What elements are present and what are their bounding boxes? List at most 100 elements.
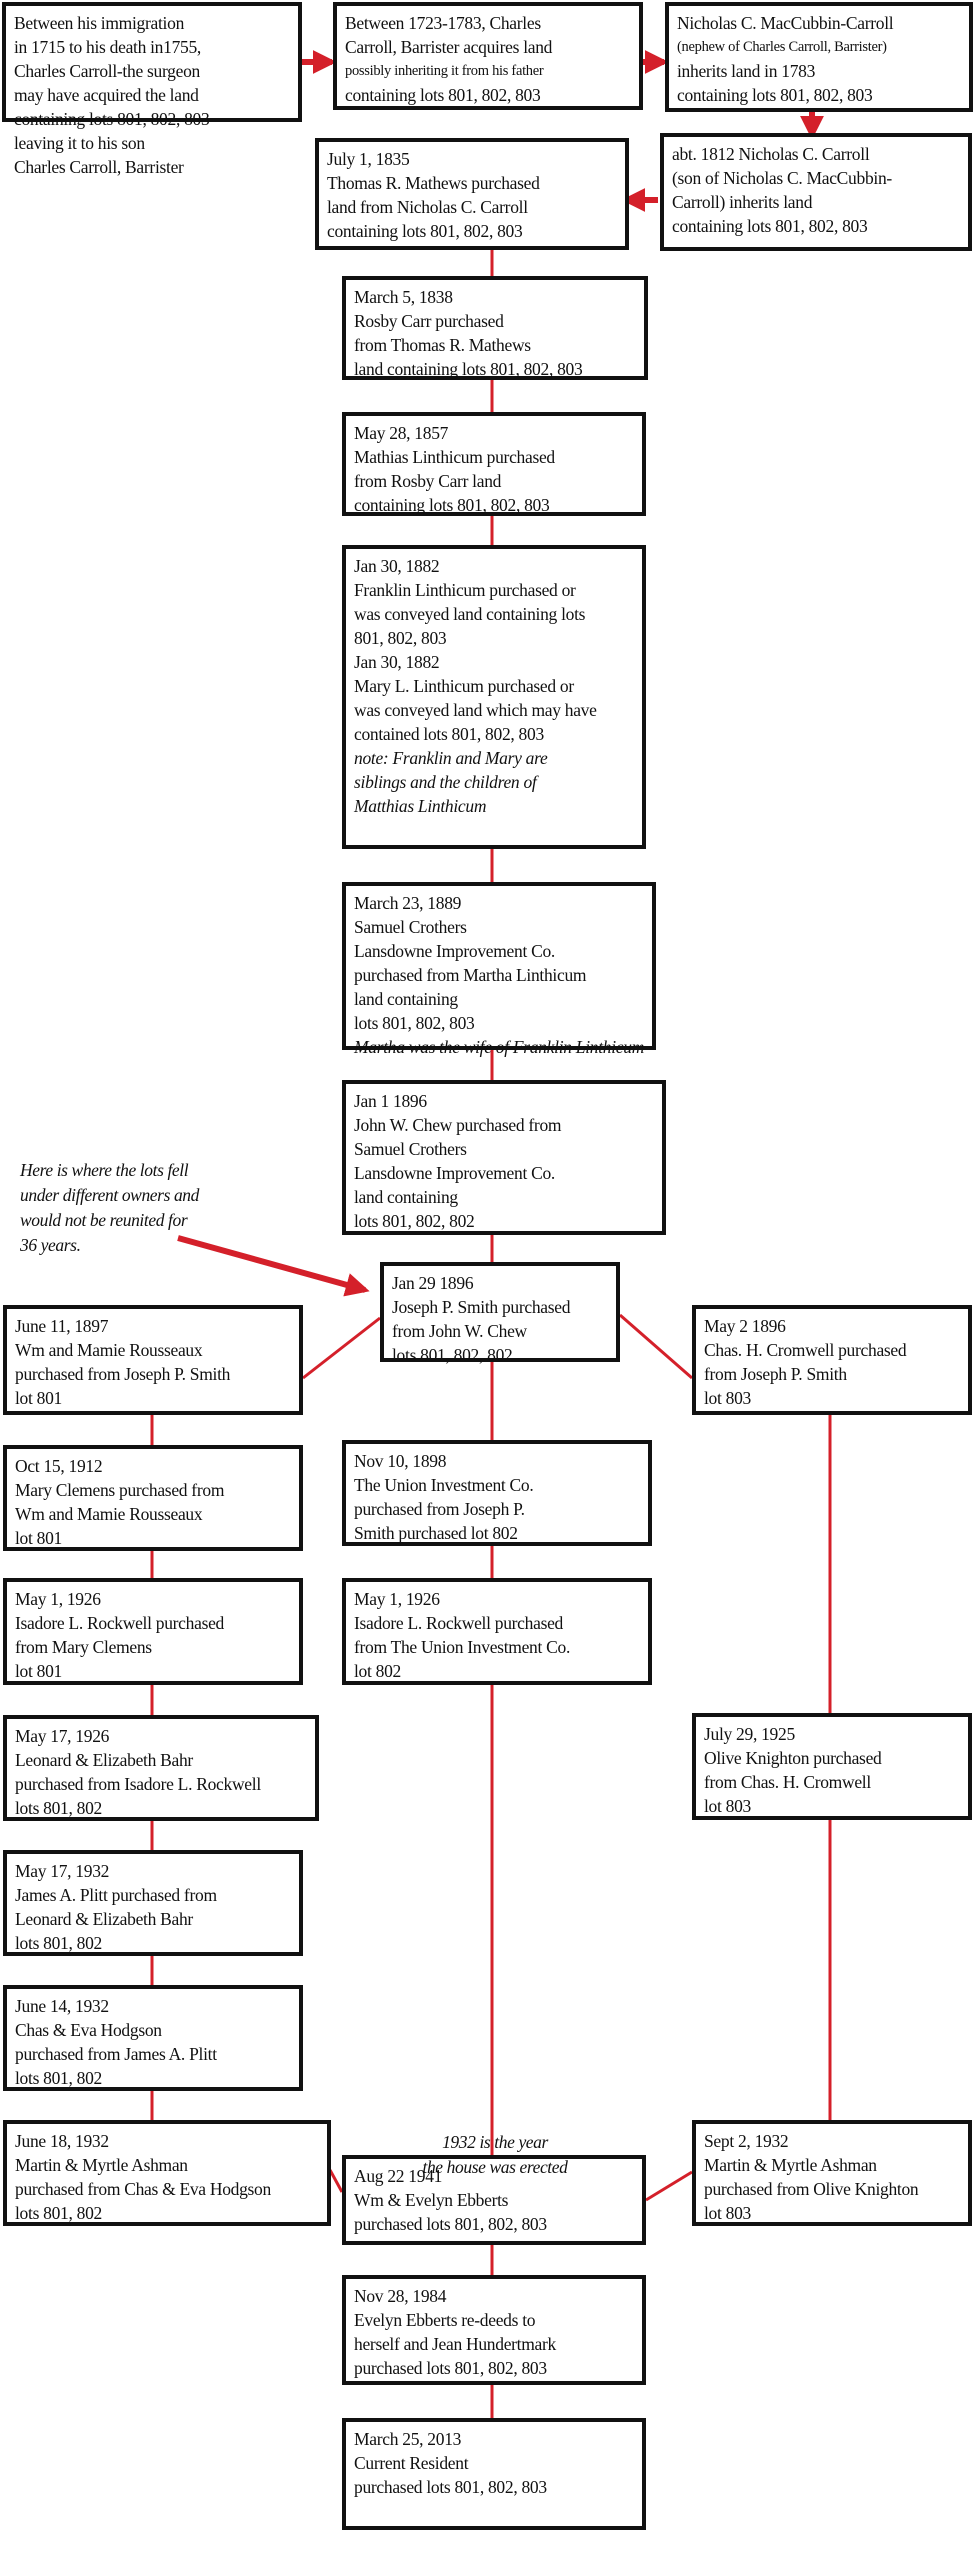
deed-text-line: purchased from Joseph P. Smith bbox=[15, 1364, 231, 1384]
deed-text-line: Martin & Myrtle Ashman bbox=[15, 2155, 188, 2175]
deed-text-line: containing lots 801, 802, 803 bbox=[672, 216, 868, 236]
deed-text-line: lots 801, 802, 802 bbox=[354, 1211, 475, 1231]
deed-text-line: Samuel Crothers bbox=[354, 1139, 467, 1159]
deed-text-line: (son of Nicholas C. MacCubbin- bbox=[672, 168, 892, 188]
deed-text-line: Joseph P. Smith purchased bbox=[392, 1297, 571, 1317]
deed-note-line: note: Franklin and Mary are bbox=[354, 748, 548, 768]
deed-text-line: Wm and Mamie Rousseaux bbox=[15, 1340, 203, 1360]
deed-text-line: purchased from Isadore L. Rockwell bbox=[15, 1774, 261, 1794]
deed-text-line: March 5, 1838 bbox=[354, 287, 453, 307]
deed-text-line: purchased lots 801, 802, 803 bbox=[354, 2214, 547, 2234]
connector-split-left bbox=[302, 1316, 381, 1380]
deed-text-line: Rosby Carr purchased bbox=[354, 311, 504, 331]
deed-text-line: Carroll) inherits land bbox=[672, 192, 813, 212]
deed-text-line: Charles Carroll, Barrister bbox=[14, 157, 184, 177]
deed-text-line: from The Union Investment Co. bbox=[354, 1637, 571, 1657]
deed-text-line: The Union Investment Co. bbox=[354, 1475, 534, 1495]
deed-text-line: may have acquired the land bbox=[14, 85, 199, 105]
deed-text-line: Charles Carroll-the surgeon bbox=[14, 61, 200, 81]
deed-text-line: leaving it to his son bbox=[14, 133, 145, 153]
deed-text-line: Aug 22 1941 bbox=[354, 2166, 443, 2186]
deed-text-line: Jan 29 1896 bbox=[392, 1273, 474, 1293]
deed-box-carroll-1812: abt. 1812 Nicholas C. Carroll (son of Nic… bbox=[660, 133, 972, 251]
deed-text-line: Thomas R. Mathews purchased bbox=[327, 173, 540, 193]
deed-text-line: lots 801, 802 bbox=[15, 2068, 103, 2088]
deed-text-line: purchased lots 801, 802, 803 bbox=[354, 2477, 547, 2497]
deed-text-line: purchased from James A. Plitt bbox=[15, 2044, 217, 2064]
deed-text-line: Jan 30, 1882 bbox=[354, 556, 440, 576]
deed-box-maccubbin-1783: Nicholas C. MacCubbin-Carroll(nephew of … bbox=[665, 2, 973, 112]
connector-merge-left bbox=[328, 2169, 344, 2193]
deed-text-line: John W. Chew purchased from bbox=[354, 1115, 562, 1135]
deed-text-line: Isadore L. Rockwell purchased bbox=[354, 1613, 563, 1633]
deed-text-line: June 14, 1932 bbox=[15, 1996, 109, 2016]
deed-text-line: was conveyed land which may have bbox=[354, 700, 597, 720]
deed-text-line: Wm and Mamie Rousseaux bbox=[15, 1504, 203, 1524]
deed-text-line: Franklin Linthicum purchased or bbox=[354, 580, 576, 600]
annotation-line: Here is where the lots fell bbox=[20, 1160, 189, 1180]
deed-text-line: July 29, 1925 bbox=[704, 1724, 795, 1744]
deed-text-line: lot 803 bbox=[704, 1796, 751, 1816]
deed-text-line: containing lots 801, 802, 803 bbox=[14, 109, 210, 129]
deed-text-line: from Rosby Carr land bbox=[354, 471, 502, 491]
deed-text-line: from Joseph P. Smith bbox=[704, 1364, 847, 1384]
deed-text-line: June 18, 1932 bbox=[15, 2131, 109, 2151]
deed-text-line: Leonard & Elizabeth Bahr bbox=[15, 1750, 193, 1770]
deed-text-line: May 28, 1857 bbox=[354, 423, 449, 443]
deed-text-line: containing lots 801, 802, 803 bbox=[354, 495, 550, 515]
deed-text-line: (nephew of Charles Carroll, Barrister) bbox=[677, 39, 887, 55]
deed-text-line: Martin & Myrtle Ashman bbox=[704, 2155, 877, 2175]
deed-text-line: 801, 802, 803 bbox=[354, 628, 447, 648]
deed-text-line: Samuel Crothers bbox=[354, 917, 467, 937]
deed-text-line: June 11, 1897 bbox=[15, 1316, 109, 1336]
annotation-arrow-icon bbox=[177, 1235, 370, 1297]
deed-text-line: was conveyed land containing lots bbox=[354, 604, 586, 624]
deed-text-line: Lansdowne Improvement Co. bbox=[354, 941, 555, 961]
deed-text-line: lots 801, 802 bbox=[15, 2203, 103, 2223]
deed-text-line: lots 801, 802 bbox=[15, 1933, 103, 1953]
deed-text-line: May 17, 1926 bbox=[15, 1726, 110, 1746]
deed-text-line: lot 803 bbox=[704, 1388, 751, 1408]
connector-merge-right bbox=[645, 2170, 693, 2202]
deed-text-line: Leonard & Elizabeth Bahr bbox=[15, 1909, 193, 1929]
deed-text-line: Nov 10, 1898 bbox=[354, 1451, 447, 1471]
annotation-line: would not be reunited for bbox=[20, 1210, 188, 1230]
deed-text-line: land containing bbox=[354, 1187, 458, 1207]
deed-text-line: abt. 1812 Nicholas C. Carroll bbox=[672, 144, 870, 164]
deed-text-line: contained lots 801, 802, 803 bbox=[354, 724, 544, 744]
deed-text-line: Lansdowne Improvement Co. bbox=[354, 1163, 555, 1183]
deed-text-line: James A. Plitt purchased from bbox=[15, 1885, 217, 1905]
deed-text-line: Chas & Eva Hodgson bbox=[15, 2020, 162, 2040]
deed-text-line: lot 801 bbox=[15, 1661, 62, 1681]
deed-text-line: from Thomas R. Mathews bbox=[354, 335, 531, 355]
annotation-line: the house was erected bbox=[422, 2157, 568, 2177]
deed-text-line: land containing bbox=[354, 989, 458, 1009]
deed-text-line: Jan 30, 1882 bbox=[354, 652, 440, 672]
deed-text-line: containing lots 801, 802, 803 bbox=[345, 85, 541, 105]
deed-text-line: purchased from Joseph P. bbox=[354, 1499, 525, 1519]
deed-text-line: Evelyn Ebberts re-deeds to bbox=[354, 2310, 536, 2330]
deed-text-line: purchased from Olive Knighton bbox=[704, 2179, 919, 2199]
deed-text-line: from Chas. H. Cromwell bbox=[704, 1772, 871, 1792]
deed-note-line: siblings and the children of bbox=[354, 772, 537, 792]
deed-text-line: Nov 28, 1984 bbox=[354, 2286, 447, 2306]
deed-text-line: from John W. Chew bbox=[392, 1321, 527, 1341]
deed-text-line: purchased from Martha Linthicum bbox=[354, 965, 587, 985]
